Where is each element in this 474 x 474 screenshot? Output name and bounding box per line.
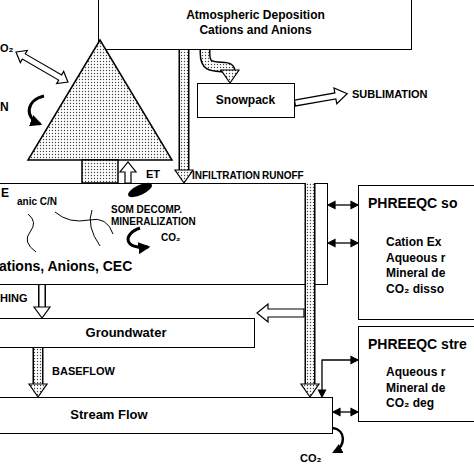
flow-label: BASEFLOW [52,365,115,377]
flow-arrow [328,202,358,209]
flow-label: RUNOFF [262,170,304,181]
flow-line [339,411,352,412]
flow-line [180,50,188,172]
flow-line [34,348,42,386]
model-title: PHREEQC so [368,195,474,212]
arrow-head [333,409,340,416]
flow-arrow [205,50,239,83]
flow-arrow [29,348,47,397]
model-box: PHREEQC so Cation Ex Aqueous r Mineral de… [358,185,474,320]
arrow-head [34,307,50,318]
flow-arrow [175,50,193,183]
arrow-head [351,357,358,364]
flow-arrow [328,240,358,247]
gas-exchange-arrow-shape [13,46,72,88]
model-process-list: Cation Ex Aqueous r Mineral de CO₂ disso [386,235,466,297]
soil-box: anic C/N SOM DECOMP. MINERALIZATION CO₂ ati… [0,183,328,285]
model-box: PHREEQC streAqueous r Mineral de CO₂ deg [358,326,474,422]
flow-line [33,348,44,386]
model-process-list: Aqueous r Mineral de CO₂ deg [386,365,466,412]
soil-property: ations, Anions, CEC [0,258,219,275]
arrow-head [221,70,239,83]
flow-line [306,183,314,386]
model-title: PHREEQC stre [368,336,474,353]
uptake-arrow [29,96,44,124]
sublimation-arrow [294,86,349,111]
flow-label: HING [0,292,28,304]
process-label: SUBLIMATION [352,88,428,100]
flow-line [322,360,352,391]
flow-line [305,183,316,386]
flow-line [205,50,230,72]
flow-line [334,242,352,243]
flow-line [334,204,352,205]
degassing-arrow [333,428,343,452]
box-title: Groundwater [0,325,253,341]
flow-line [205,50,230,72]
soil-note: anic C/N [17,196,97,208]
deposition-box: Atmospheric Deposition Cations and Anion… [98,0,412,50]
flow-line [40,285,45,309]
arrow-head [328,240,335,247]
groundwater-box: Groundwater [0,318,255,348]
arrow-head [319,390,326,397]
arrow-head [351,202,358,209]
recharge-arrow [257,304,304,322]
arrow-head [351,409,358,416]
gas-label: O₂ [0,42,13,54]
et-arrow [120,162,136,183]
flow-line [38,285,46,309]
flow-arrow [319,357,359,398]
box-title: Atmospheric Deposition Cations and Anion… [173,8,338,38]
arrow-head [328,202,335,209]
process-label: E [1,186,9,200]
arrow-head [301,384,319,397]
gas-exchange-arrow [13,46,72,88]
process-label: N [0,100,9,114]
arrow-head [351,240,358,247]
tree-crown [28,40,172,160]
flow-arrow [34,285,50,318]
stream-box: Stream Flow [0,397,333,434]
box-title: Snowpack [198,93,293,108]
box-title: Stream Flow [0,407,219,423]
flow-arrow [333,409,358,416]
gas-label: CO₂ [161,232,201,244]
gas-label: CO₂ [300,452,321,464]
process-label: ET [146,168,160,180]
snowpack-box: Snowpack [197,83,295,118]
arrow-head [29,384,47,397]
flow-line [179,50,190,172]
process-label: SOM DECOMP. MINERALIZATION [111,204,211,228]
arrow-head [175,170,193,183]
flow-label: INFILTRATION [192,170,260,181]
tree-trunk [82,160,118,183]
